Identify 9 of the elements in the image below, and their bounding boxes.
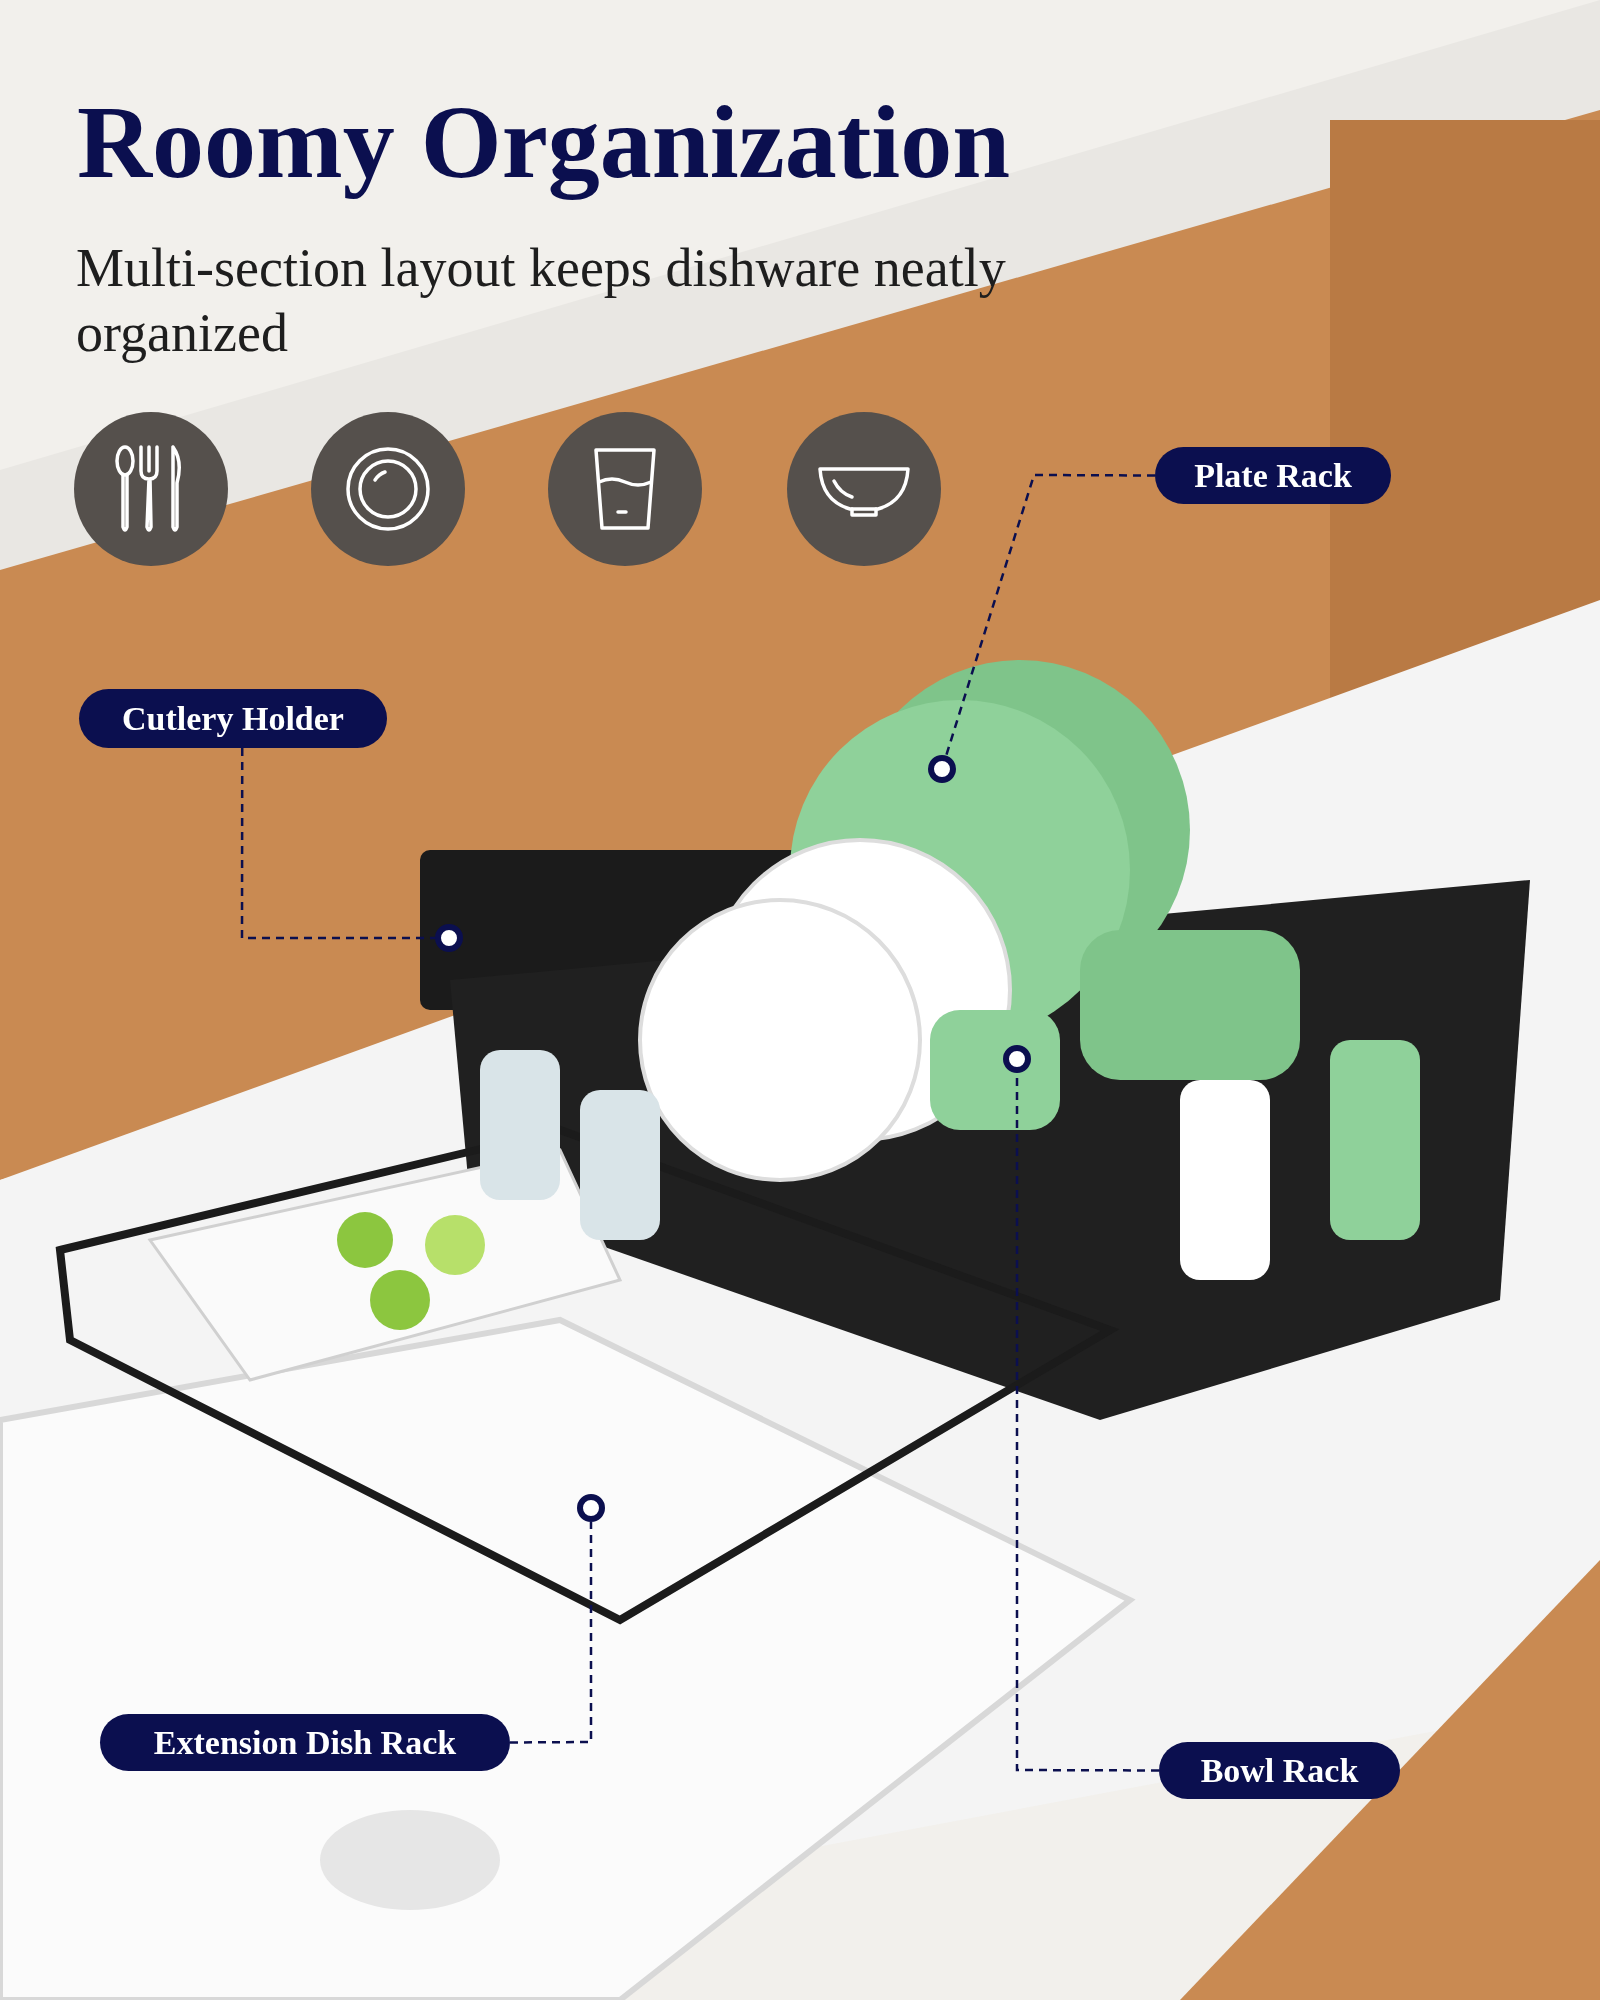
callout-label: Extension Dish Rack — [100, 1714, 510, 1771]
leader-line — [240, 748, 435, 940]
title: Roomy Organization — [77, 83, 1011, 202]
callout-label: Plate Rack — [1155, 447, 1391, 504]
leader-line — [945, 473, 1155, 756]
callout-label: Bowl Rack — [1159, 1742, 1400, 1799]
callout-label: Cutlery Holder — [79, 689, 387, 748]
leader-line — [510, 1522, 593, 1744]
subtitle: Multi-section layout keeps dishware neatly organized — [76, 237, 1007, 365]
